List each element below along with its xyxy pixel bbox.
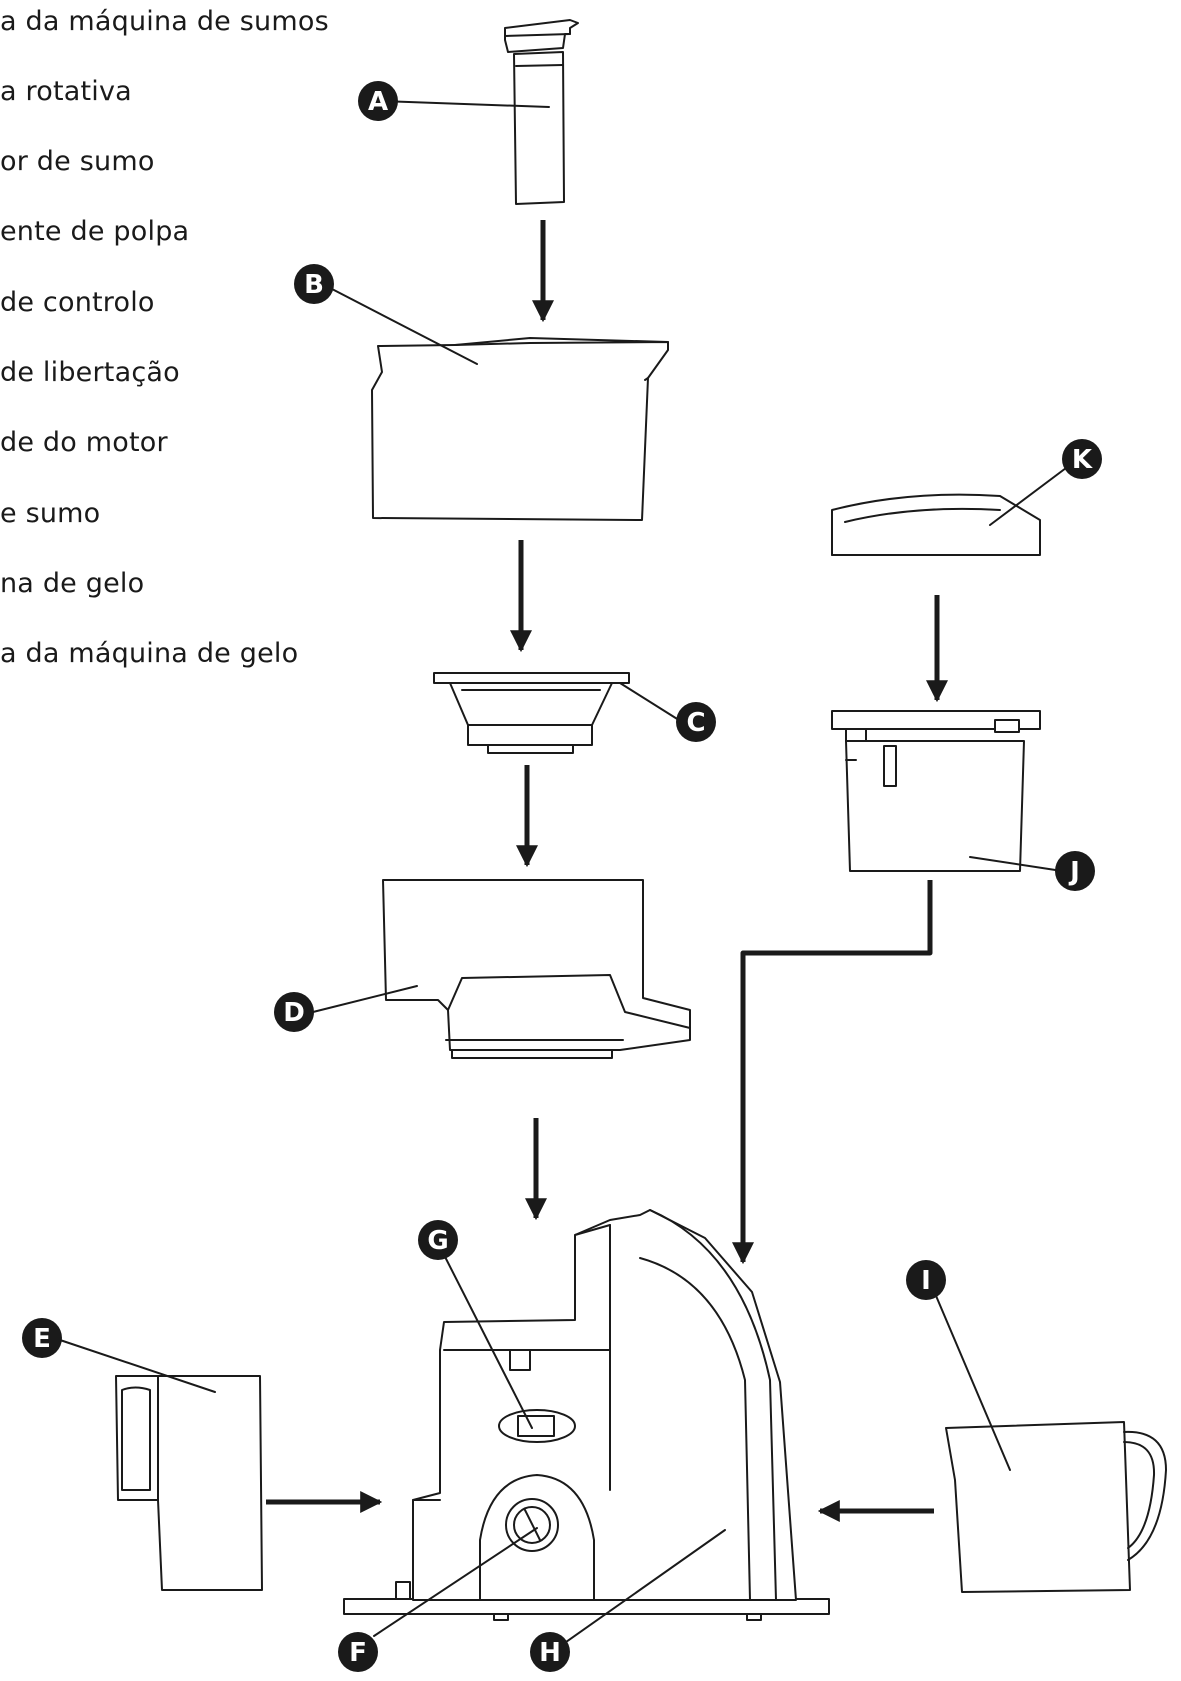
legend-item-i: na de gelo [0,568,145,599]
legend-item-g: de do motor [0,427,168,458]
legend-item-c: or de sumo [0,146,155,177]
juice-jug [945,1421,1167,1593]
svg-text:E: E [33,1324,51,1354]
food-pusher [504,19,579,205]
callout-B: B [294,264,334,304]
callout-D: D [274,992,314,1032]
pulp-container [115,1375,263,1591]
cover [371,337,669,521]
juice-collector [382,879,691,1059]
ice-maker-container [831,710,1041,872]
legend-item-h: e sumo [0,498,101,529]
svg-text:B: B [304,270,324,300]
legend-item-j: a da máquina de gelo [0,638,299,669]
svg-text:F: F [349,1638,367,1668]
svg-text:D: D [283,998,305,1028]
assembly-arrows [266,220,949,1523]
leader-lines [59,100,1079,1655]
svg-text:A: A [368,87,388,117]
legend-item-e: de controlo [0,287,155,318]
svg-text:K: K [1072,445,1093,475]
callout-J: J [1055,851,1095,891]
callout-G: G [418,1220,458,1260]
legend-item-a: a da máquina de sumos [0,6,329,37]
ice-maker-lid [831,493,1041,556]
callout-H: H [530,1632,570,1672]
callout-C: C [676,702,716,742]
parts-legend: a da máquina de sumos a rotativa or de s… [0,0,360,680]
svg-text:I: I [921,1266,931,1296]
callout-F: F [338,1632,378,1672]
motor-base [343,1209,830,1621]
callout-E: E [22,1318,62,1358]
legend-item-f: de libertação [0,357,180,388]
svg-text:J: J [1068,857,1080,887]
legend-item-b: a rotativa [0,76,132,107]
svg-text:C: C [686,708,705,738]
callout-A: A [358,81,398,121]
filter-basket [433,672,630,754]
callout-K: K [1062,439,1102,479]
callout-I: I [906,1260,946,1300]
svg-text:H: H [539,1638,561,1668]
svg-text:G: G [427,1226,448,1256]
legend-item-d: ente de polpa [0,216,190,247]
